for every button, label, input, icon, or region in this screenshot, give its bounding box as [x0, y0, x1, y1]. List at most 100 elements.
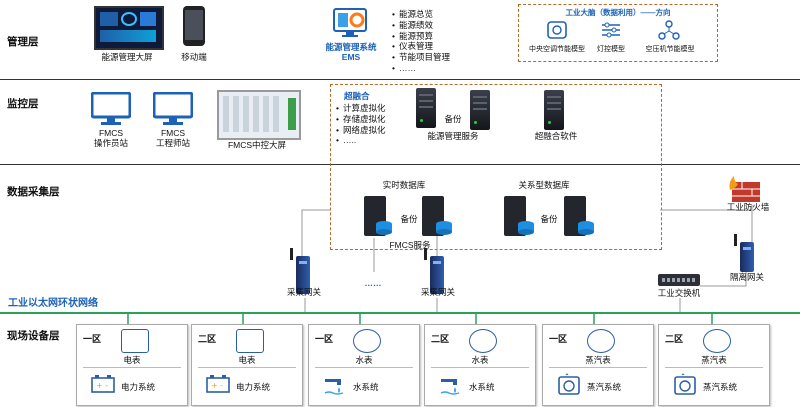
- field-zone: 一区: [549, 334, 568, 344]
- divider: [549, 367, 647, 368]
- energy-server-1-icon: [416, 88, 436, 128]
- industrial-switch-label: 工业交换机: [657, 288, 701, 298]
- engineer-label-line1: FMCS: [160, 128, 186, 138]
- ac-model-icon: [547, 21, 567, 39]
- field-zone: 一区: [315, 334, 334, 344]
- hci-feature-item: 计算虚拟化: [336, 103, 386, 114]
- firewall-label: 工业防火墙: [726, 202, 770, 212]
- layer-acquisition: 数据采集层: [7, 186, 60, 198]
- layer-monitoring: 监控层: [7, 98, 39, 110]
- steam-meter-icon: [703, 329, 731, 353]
- svg-text:+ -: + -: [96, 381, 108, 390]
- network-label: 工业以太网环状网络: [8, 298, 98, 309]
- relational-db-label: 关系型数据库: [518, 180, 570, 190]
- system-name: 电力系统: [236, 382, 271, 392]
- electric-meter-icon: [121, 329, 149, 353]
- hyper-converged-box: [330, 84, 662, 250]
- divider: [431, 367, 529, 368]
- realtime-db-server-2-icon: [422, 196, 452, 236]
- meter-name: 电表: [123, 355, 141, 365]
- industrial-brain-box: [518, 4, 718, 62]
- hci-title: 超融合: [344, 91, 370, 101]
- operator-monitor-icon: [91, 92, 131, 125]
- meter-name: 蒸汽表: [585, 355, 611, 365]
- separator-1: [0, 79, 800, 80]
- energy-service-label: 能源管理服务: [427, 131, 479, 141]
- ems-function-item: 能源预算: [392, 31, 450, 42]
- layer-management: 管理层: [7, 36, 39, 48]
- hci-feature-list: 计算虚拟化 存储虚拟化 网络虚拟化 …..: [336, 103, 386, 146]
- engineer-label-line2: 工程师站: [155, 138, 190, 148]
- divider: [315, 367, 413, 368]
- field-unit-4: 二区 水表 水系统: [424, 324, 536, 406]
- gateway-mid-icon: [424, 248, 444, 294]
- isolation-gateway-icon: [734, 234, 754, 272]
- field-unit-1: 一区 电表 + - 电力系统: [76, 324, 188, 406]
- relational-db-server-1-icon: [504, 196, 534, 236]
- field-unit-5: 一区 蒸汽表 蒸汽系统: [542, 324, 654, 406]
- field-zone: 二区: [431, 334, 450, 344]
- divider: [665, 367, 763, 368]
- relational-db-backup-label: 备份: [540, 214, 558, 224]
- relational-db-server-2-icon: [564, 196, 594, 236]
- mobile-label: 移动端: [181, 52, 207, 62]
- industrial-brain-title: 工业大脑（数据利用）——方向: [565, 8, 671, 17]
- water-meter-icon: [353, 329, 381, 353]
- industrial-switch-icon: [658, 274, 700, 286]
- ems-monitor-icon: [333, 8, 367, 37]
- ems-label-line2: EMS: [341, 52, 361, 62]
- realtime-db-server-1-icon: [364, 196, 392, 236]
- operator-label-line1: FMCS: [98, 128, 124, 138]
- operator-label-line2: 操作员站: [93, 138, 128, 148]
- compressor-model-icon: [658, 20, 680, 40]
- system-name: 蒸汽系统: [587, 382, 622, 392]
- steam-meter-icon: [587, 329, 615, 353]
- system-name: 蒸汽系统: [703, 382, 738, 392]
- faucet-icon: [324, 379, 344, 395]
- field-zone: 一区: [83, 334, 102, 344]
- firewall-icon: [729, 176, 760, 202]
- compressor-model-label: 空压机节能模型: [645, 46, 695, 53]
- battery-icon: + -: [206, 375, 230, 393]
- fmcs-service-label: FMCS服务: [389, 240, 431, 250]
- field-zone: 二区: [665, 334, 684, 344]
- ems-function-item: 仪表管理: [392, 41, 450, 52]
- hci-software-label: 超融合软件: [534, 131, 578, 141]
- field-unit-3: 一区 水表 水系统: [308, 324, 420, 406]
- big-screen-label: 能源管理大屏: [101, 52, 153, 62]
- gateway-left-label: 采集网关: [286, 287, 321, 297]
- ac-model-label: 中央空调节能模型: [529, 46, 585, 53]
- light-model-label: 灯控模型: [597, 46, 625, 53]
- meter-name: 水表: [471, 355, 489, 365]
- hci-feature-item: 网络虚拟化: [336, 125, 386, 136]
- meter-name: 水表: [355, 355, 373, 365]
- field-unit-2: 二区 电表 + - 电力系统: [191, 324, 303, 406]
- gateway-ellipsis: ……: [364, 278, 382, 288]
- mobile-icon: [183, 6, 205, 46]
- boiler-icon: [674, 373, 696, 395]
- svg-text:+ -: + -: [211, 381, 223, 390]
- gateway-mid-label: 采集网关: [420, 287, 455, 297]
- realtime-db-label: 实时数据库: [382, 180, 426, 190]
- divider: [198, 367, 296, 368]
- ems-function-item: 能源绩效: [392, 20, 450, 31]
- big-screen-icon: [94, 6, 164, 50]
- control-screen-icon: [217, 90, 301, 140]
- ems-label-line1: 能源管理系统: [325, 42, 377, 52]
- water-meter-icon: [469, 329, 497, 353]
- ems-function-item: ……: [392, 63, 450, 74]
- hci-feature-item: …..: [336, 135, 386, 146]
- control-screen-label: FMCS中控大屏: [227, 140, 287, 150]
- system-name: 水系统: [469, 382, 495, 392]
- isolation-gateway-label: 隔离网关: [729, 272, 764, 282]
- layer-field: 现场设备层: [7, 330, 60, 342]
- separator-2: [0, 164, 800, 165]
- hci-feature-item: 存储虚拟化: [336, 114, 386, 125]
- ems-function-list: 能源总览 能源绩效 能源预算 仪表管理 节能项目管理 ……: [392, 9, 450, 74]
- meter-name: 蒸汽表: [701, 355, 727, 365]
- system-name: 水系统: [353, 382, 379, 392]
- ems-function-item: 能源总览: [392, 9, 450, 20]
- field-unit-6: 二区 蒸汽表 蒸汽系统: [658, 324, 770, 406]
- ems-function-item: 节能项目管理: [392, 52, 450, 63]
